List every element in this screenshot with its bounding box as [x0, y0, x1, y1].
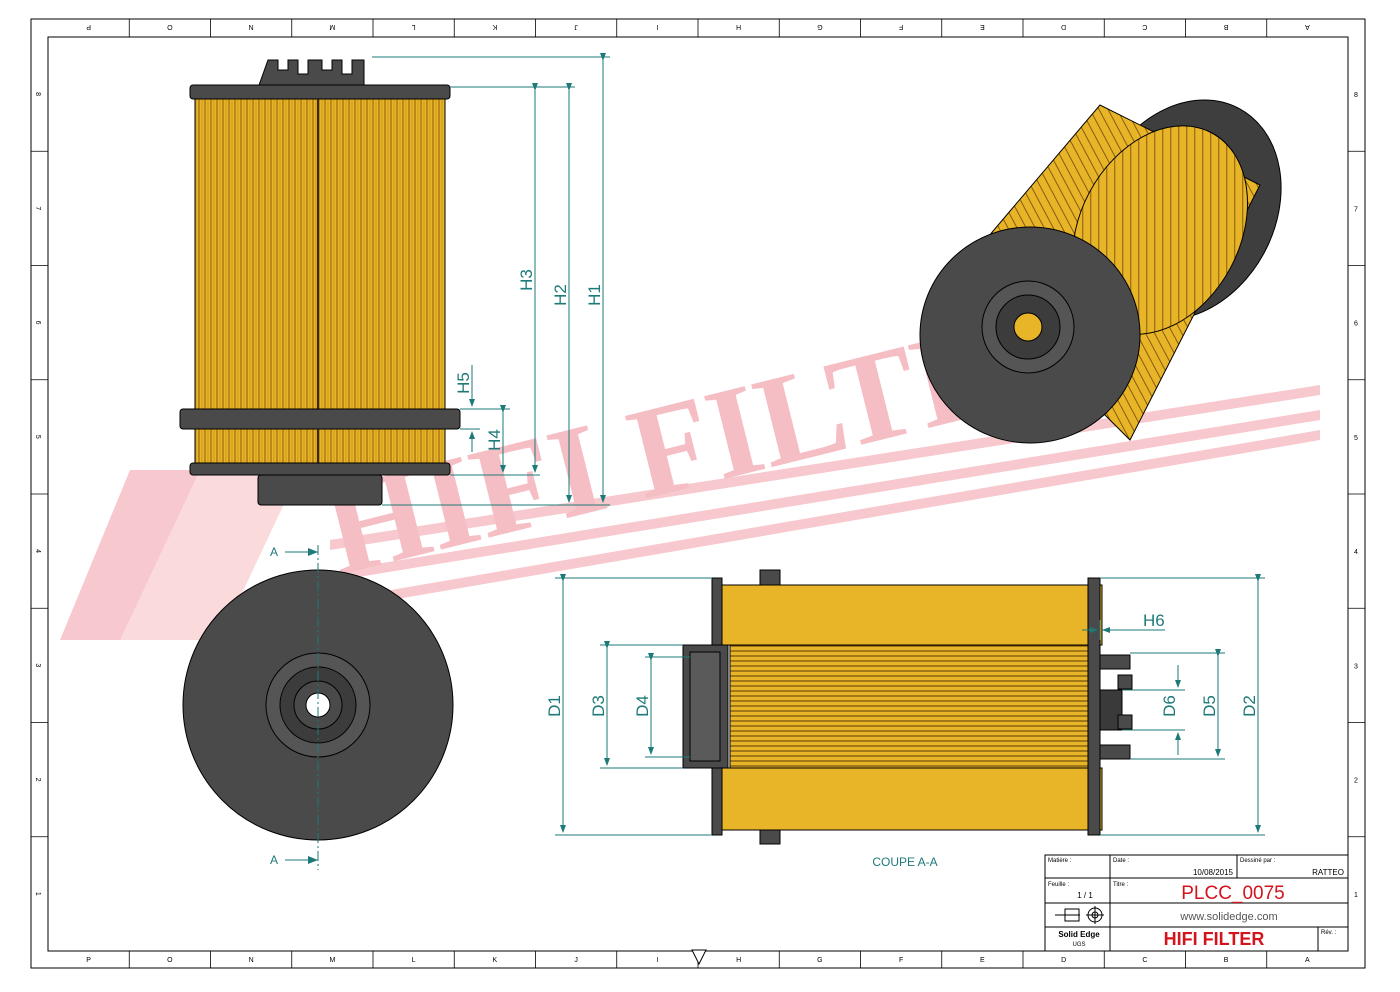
dim-d2: D2: [1240, 695, 1259, 717]
drawer-label: Dessiné par :: [1240, 858, 1276, 864]
dim-h3: H3: [517, 269, 536, 291]
right-ruler-label: 8: [1354, 92, 1358, 99]
front-dimensions: [372, 53, 610, 506]
right-ruler-label: 1: [1354, 892, 1358, 899]
section-view: [682, 569, 1133, 845]
left-ruler-label: 5: [34, 435, 41, 439]
center-mark-icon: [691, 949, 707, 966]
left-ruler-label: 8: [34, 92, 41, 96]
section-marker-top: A: [270, 545, 278, 559]
bottom-ruler-label: G: [817, 957, 822, 964]
right-ruler-label: 5: [1354, 435, 1358, 442]
bottom-ruler-label: P: [86, 957, 91, 964]
top-ruler-label: O: [167, 23, 173, 30]
bottom-ruler-label: N: [249, 957, 254, 964]
bottom-ruler-label: A: [1305, 957, 1310, 964]
top-ruler-label: D: [1061, 23, 1066, 30]
left-ruler-label: 6: [34, 321, 41, 325]
section-dimensions: [555, 574, 1265, 836]
bottom-ruler-label: H: [736, 957, 741, 964]
drawer-value: RATTEO: [1312, 868, 1344, 877]
right-ruler-label: 6: [1354, 321, 1358, 328]
top-ruler-label: P: [86, 23, 91, 30]
bottom-ruler-label: I: [656, 957, 658, 964]
title-label: Titre :: [1113, 882, 1128, 888]
bottom-ruler-label: E: [980, 957, 985, 964]
bottom-ruler-label: M: [329, 957, 335, 964]
top-ruler-label: A: [1305, 23, 1310, 30]
right-ruler-label: 3: [1354, 663, 1358, 670]
left-ruler-label: 1: [34, 892, 41, 896]
dim-d1: D1: [545, 695, 564, 717]
date-value: 10/08/2015: [1193, 868, 1234, 877]
top-ruler-label: G: [817, 23, 822, 30]
dim-h1: H1: [585, 284, 604, 306]
dim-d3: D3: [589, 695, 608, 717]
date-label: Date :: [1113, 858, 1129, 864]
end-view: [182, 545, 454, 870]
right-ruler-label: 2: [1354, 778, 1358, 785]
title-block: [1044, 854, 1349, 952]
brand-name: HIFI FILTER: [1164, 929, 1265, 949]
sheet-value: 1 / 1: [1077, 891, 1093, 900]
top-ruler-label: N: [249, 23, 254, 30]
top-ruler-label: K: [492, 23, 497, 30]
bottom-ruler-label: L: [412, 957, 416, 964]
top-ruler-label: B: [1223, 23, 1228, 30]
dim-h4: H4: [485, 429, 504, 451]
title-block-icon: [1055, 906, 1104, 924]
right-ruler-label: 4: [1354, 549, 1358, 556]
dim-h5: H5: [454, 372, 473, 394]
section-marker-bottom: A: [270, 853, 278, 867]
top-ruler-label: M: [329, 23, 335, 30]
top-ruler-label: J: [574, 23, 578, 30]
top-ruler-label: E: [980, 23, 985, 30]
dim-h6: H6: [1143, 611, 1165, 630]
left-ruler-label: 7: [34, 206, 41, 210]
dim-d4: D4: [633, 695, 652, 717]
bottom-ruler-label: O: [167, 957, 173, 964]
material-label: Matière :: [1048, 858, 1072, 864]
left-ruler-label: 4: [34, 549, 41, 553]
front-dimension-labels: H1 H2 H3 H4 H5: [454, 269, 604, 451]
sheet-label: Feuille :: [1048, 882, 1069, 888]
bottom-ruler-label: K: [493, 957, 498, 964]
left-ruler-label: 2: [34, 778, 41, 782]
dim-d6: D6: [1160, 695, 1179, 717]
top-ruler-label: I: [656, 23, 658, 30]
top-ruler-label: L: [412, 23, 416, 30]
dim-d5: D5: [1200, 695, 1219, 717]
left-ruler-label: 3: [34, 663, 41, 667]
dim-h2: H2: [551, 284, 570, 306]
revision-label: Rév. :: [1321, 930, 1337, 936]
software-name: Solid Edge: [1058, 930, 1100, 939]
website: www.solidedge.com: [1179, 911, 1277, 923]
front-elevation-view: [179, 59, 461, 506]
top-ruler-label: C: [1142, 23, 1147, 30]
software-sub: UGS: [1072, 942, 1085, 948]
bottom-ruler-label: J: [574, 957, 578, 964]
top-ruler-label: F: [899, 23, 903, 30]
top-ruler-label: H: [736, 23, 741, 30]
bottom-ruler-label: C: [1142, 957, 1147, 964]
bottom-ruler-label: F: [899, 957, 903, 964]
section-dimension-labels: D1 D2 D3 D4 D5 D6 H6: [545, 611, 1259, 717]
isometric-view: [919, 99, 1282, 444]
section-title: COUPE A-A: [872, 855, 937, 869]
right-ruler-label: 7: [1354, 206, 1358, 213]
bottom-ruler-label: D: [1061, 957, 1066, 964]
part-number: PLCC_0075: [1181, 883, 1285, 904]
bottom-ruler-label: B: [1224, 957, 1229, 964]
